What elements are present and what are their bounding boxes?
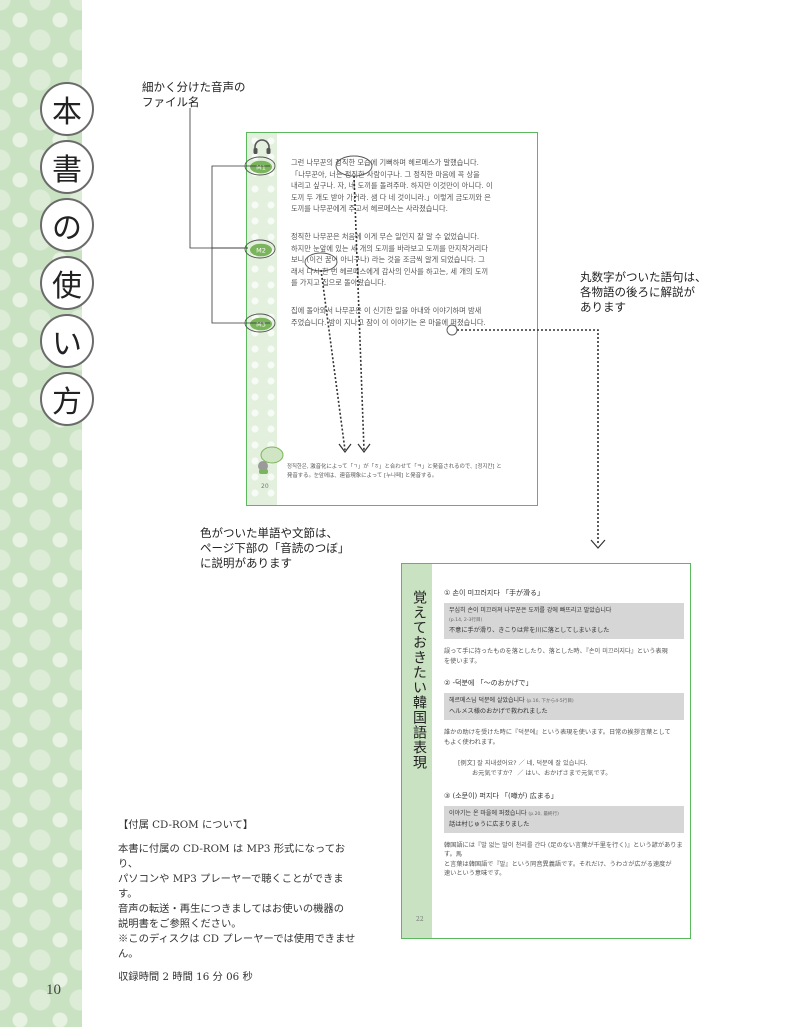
japanese-translation: 話は村じゅうに広まりました [449, 820, 530, 828]
entry-explanation: 誤って手に持ったものを落としたり、落とした時、『손이 미끄러지다』という表現 を… [444, 647, 684, 666]
reading-tips-icon [258, 446, 284, 474]
cd-rom-title: 【付属 CD-ROM について】 [118, 819, 254, 831]
cd-rom-line: 説明書をご参照ください。 [118, 918, 242, 930]
japanese-translation: ヘルメス様のおかげで救われました [449, 708, 548, 716]
title-char: 使 [40, 256, 94, 310]
korean-sentence-line: 이야기는 온 마을에 퍼졌습니다 (p.20, 最終行) [449, 809, 679, 820]
story-text: 그런 나무꾼의 정직한 모습에 기뻐하며 헤르메스가 말했습니다. 「나무꾼아,… [291, 157, 527, 344]
story-paragraph: 그런 나무꾼의 정직한 모습에 기뻐하며 헤르메스가 말했습니다. 「나무꾼아,… [291, 157, 527, 215]
arrow-head [590, 539, 606, 549]
entry-explanation: 誰かの助けを受けた時に『덕분에』という表現を使います。日常の挨拶言葉として もよ… [444, 728, 684, 747]
example-line: [例文] 잘 지내셨어요? ／ 네, 덕분에 잘 있습니다. [458, 760, 588, 768]
badge-label: M2 [256, 246, 266, 254]
example-sentence-box: 무심히 손이 미끄러져 나무꾼은 도끼를 강에 빠뜨리고 말았습니다 (p.14… [444, 603, 684, 639]
story-line: 래서 다시 한 번 헤르메스에게 감사의 인사를 하고는, 세 개의 도끼 [291, 266, 489, 276]
page-side-strip [402, 564, 432, 938]
page-reference: (p.20, 最終行) [528, 811, 559, 817]
explanation-line: もよく使われます。 [444, 738, 499, 746]
annotation-line: あります [580, 300, 626, 314]
mp3-badge-icon: M3 [250, 317, 272, 331]
annotation-line: ページ下部の「音読のつぼ」 [200, 541, 350, 555]
explanation-line: 韓国語には『발 없는 말이 천리를 간다 (足のない言葉が千里を行く)』という諺… [444, 841, 683, 859]
story-line: 를 가지고 집으로 돌아왔습니다. [291, 278, 387, 288]
story-line: 「나무꾼아, 너는 정직한 사람이구나. 그 정직한 마음에 꼭 상을 [291, 169, 480, 179]
story-paragraph: 집에 돌아와서 나무꾼은 이 신기한 일을 아내와 이야기하며 밤새 주었습니다… [291, 305, 527, 328]
story-line: 도끼 두 개도 받아 가거라. 샘 다 네 것이니라.」이렇게 금도끼와 은 [291, 192, 491, 202]
cd-rom-line: パソコンや MP3 プレーヤーで聴くことができます。 [118, 873, 344, 900]
annotation-line: 各物語の後ろに解説が [580, 285, 695, 299]
headphone-icon [253, 139, 271, 154]
cd-rom-line: 音声の転送・再生につきましてはお使いの機器の [118, 903, 345, 915]
commentary-content: ① 손이 미끄러지다 「手が滑る」 무심히 손이 미끄러져 나무꾼은 도끼를 강… [444, 588, 684, 891]
annotation-line: 色がついた単語や文節は、 [200, 526, 338, 540]
example-sentence-box: 이야기는 온 마을에 퍼졌습니다 (p.20, 最終行) 話は村じゅうに広まりま… [444, 805, 684, 833]
annotation-line: に説明があります [200, 556, 292, 570]
annotation-colored-words: 色がついた単語や文節は、 ページ下部の「音読のつぼ」 に説明があります [200, 526, 349, 571]
example-dialogue: [例文] 잘 지내셨어요? ／ 네, 덕분에 잘 있습니다. お元気ですか？ ／… [444, 759, 684, 778]
footnote-line: 発音する。눈앞에は、連音現象によって [누나페] と発音する。 [287, 473, 438, 479]
cd-rom-info: 【付属 CD-ROM について】 本書に付属の CD-ROM は MP3 形式に… [118, 818, 358, 985]
korean-sentence: 헤르메스님 덕분에 살았습니다 [449, 697, 525, 705]
korean-sentence: 무심히 손이 미끄러져 나무꾼은 도끼를 강에 빠뜨리고 말았습니다 [449, 607, 612, 614]
title-char: 方 [40, 372, 94, 426]
story-line: 집에 돌아와서 나무꾼은 이 신기한 일을 아내와 이야기하며 밤새 [291, 305, 482, 315]
connector-line [189, 108, 248, 249]
mp3-badge-icon: M2 [250, 243, 272, 257]
korean-sentence-line: 헤르메스님 덕분에 살았습니다 (p.16, 下から4-5行目) [449, 696, 679, 707]
annotation-line: 丸数字がついた語句は、 [580, 270, 707, 284]
entry-heading: ③ (소문이) 퍼지다 「(噂が) 広まる」 [444, 791, 558, 800]
explanation-line: と言葉は韓国語で『말』という同音異義語です。それだけ、うわさが広がる速度が [444, 860, 672, 868]
explanation-line: を使います。 [444, 657, 481, 665]
explanation-line: 誤って手に持ったものを落としたり、落とした時、『손이 미끄러지다』という表現 [444, 648, 668, 655]
entry-heading: ② -덕분에 「～のおかげで」 [444, 679, 533, 688]
explanation-line: 誰かの助けを受けた時に『덕분에』という表現を使います。日常の挨拶言葉として [444, 729, 671, 737]
cd-rom-line: ※このディスクは CD プレーヤーでは使用できません。 [118, 933, 356, 960]
example-story-page: M1 M2 M3 그런 나무꾼의 정직한 모습에 기뻐하며 헤르메스가 말했습니… [246, 132, 538, 506]
recording-time: 収録時間 2 時間 16 分 06 秒 [118, 971, 253, 983]
korean-sentence: 이야기는 온 마을에 퍼졌습니다 [449, 809, 527, 817]
story-line: 도끼를 나무꾼에게 주고서 헤르메스는 사라졌습니다. [291, 204, 448, 214]
badge-label: M3 [256, 320, 266, 328]
title-char: の [40, 198, 94, 252]
japanese-translation: 不意に手が滑り、きこりは斧を川に落としてしまいました [449, 627, 610, 634]
explanation-line: 速いという意味です。 [444, 870, 506, 878]
page-reference: (p.16, 下から4-5行目) [526, 699, 574, 705]
commentary-vertical-title: 覚えておきたい韓国語表現 [411, 590, 427, 770]
mp3-badge-icon: M1 [250, 160, 272, 174]
title-char: い [40, 314, 94, 368]
page-number: 10 [46, 982, 61, 998]
story-line: 주었습니다. 밤이 지나고 잠이 이 이야기는 온 마을에 퍼졌습니다. [291, 317, 486, 327]
entry-heading: ① 손이 미끄러지다 「手が滑る」 [444, 589, 545, 597]
badge-label: M1 [256, 163, 266, 171]
cd-rom-line: 本書に付属の CD-ROM は MP3 形式になっており、 [118, 843, 345, 870]
story-line: 그런 나무꾼의 정직한 모습에 기뻐하며 헤르메스가 말했습니다. [291, 158, 479, 167]
annotation-audio-label: 細かく分けた音声の ファイル名 [142, 80, 246, 110]
page-reference: (p.14, 2-3行目) [449, 618, 483, 623]
annotation-line: ファイル名 [142, 95, 200, 109]
reading-tips-footnote: 정직한은, 激音化によって「ㄱ」が「ㅎ」と合わせて「ㅋ」と発音されるので、[정지… [287, 463, 527, 481]
story-line: 내리고 싶구나. 자, 네 도끼를 돌려주마. 하지만 이것만이 아니다. 이 [291, 181, 493, 191]
example-commentary-page: 覚えておきたい韓国語表現 ① 손이 미끄러지다 「手が滑る」 무심히 손이 미끄… [401, 563, 691, 939]
story-line: 정직한 나무꾼은 처음에 이게 무슨 일인지 잘 알 수 없었습니다. [291, 231, 480, 241]
annotation-line: 細かく分けた音声の [142, 80, 246, 94]
example-page-number: 20 [261, 483, 269, 490]
story-paragraph: 정직한 나무꾼은 처음에 이게 무슨 일인지 잘 알 수 없었습니다. 하지만 … [291, 231, 527, 289]
story-line: 보니 (이건 꿈이 아니구나) 라는 것을 조금씩 알게 되었습니다. 그 [291, 255, 485, 265]
example-line: お元気ですか？ ／ はい、おかげさまで元気です。 [472, 769, 612, 777]
title-char: 書 [40, 140, 94, 194]
example-page-number: 22 [416, 916, 424, 923]
annotation-circled-terms: 丸数字がついた語句は、 各物語の後ろに解説が あります [580, 270, 707, 315]
example-sentence-box: 헤르메스님 덕분에 살았습니다 (p.16, 下から4-5行目) ヘルメス様のお… [444, 693, 684, 721]
footnote-line: 정직한은, 激音化によって「ㄱ」が「ㅎ」と合わせて「ㅋ」と発音されるので、[정지… [287, 464, 502, 470]
title-char: 本 [40, 82, 94, 136]
page-title: 本 書 の 使 い 方 [40, 82, 98, 430]
story-line: 하지만 눈앞에 있는 세 개의 도끼를 바라보고 도끼를 만지작거리다 [291, 243, 488, 253]
entry-explanation: 韓国語には『발 없는 말이 천리를 간다 (足のない言葉が千里を行く)』という諺… [444, 841, 684, 879]
